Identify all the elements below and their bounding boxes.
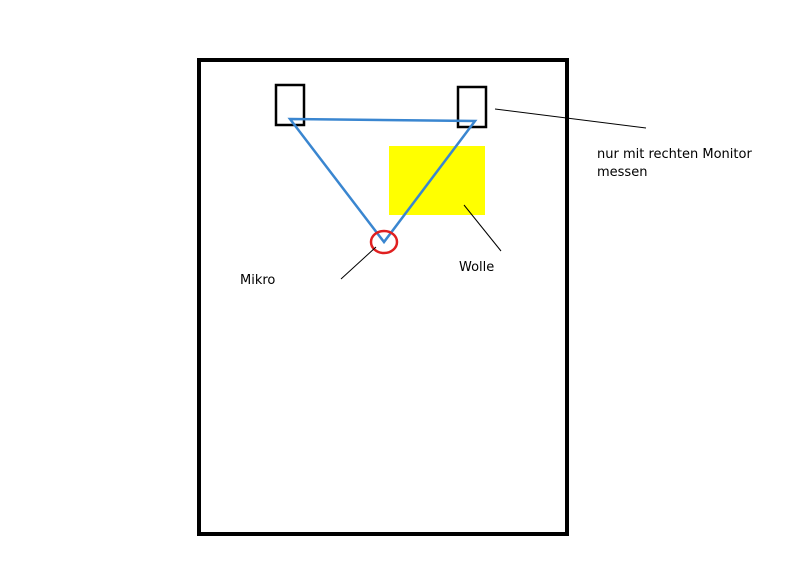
wolle-label: Wolle	[459, 260, 495, 275]
wolle-pointer-line	[463, 204, 502, 252]
mikro-label: Mikro	[240, 273, 276, 288]
note-label-line2: messen	[597, 165, 648, 180]
left-monitor	[274, 83, 306, 127]
mikro-pointer-line	[340, 246, 377, 280]
note-pointer-line	[494, 108, 647, 129]
room-outline	[197, 58, 569, 536]
wool-block	[389, 146, 485, 215]
note-label-line1: nur mit rechten Monitor	[597, 147, 752, 162]
note-label: nur mit rechten Monitor messen	[597, 146, 752, 182]
listening-triangle	[287, 117, 478, 245]
microphone-circle	[369, 229, 399, 255]
